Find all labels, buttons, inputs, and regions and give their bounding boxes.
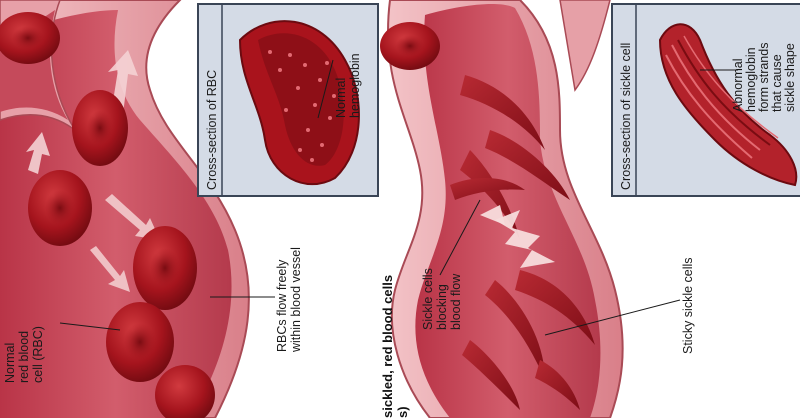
flow-arrow-icon <box>90 246 130 292</box>
rbc-cell <box>72 90 128 166</box>
sickle-cell <box>535 360 580 410</box>
blocked-flow-arrow-icon <box>495 210 555 268</box>
rbc-cross-section-inset <box>197 3 379 197</box>
label-normal-hemoglobin: Normal hemoglobin <box>334 53 362 118</box>
sickle-cell <box>460 150 520 240</box>
label-sticky-sickle: Sticky sickle cells <box>681 257 695 354</box>
leader-line <box>544 299 681 336</box>
rbc-cell <box>0 12 60 64</box>
rbc-cell <box>380 22 440 70</box>
caption-partial: sickled, red blood cells s) <box>380 271 410 418</box>
sickle-cell <box>485 280 545 380</box>
sickle-cell <box>460 75 545 150</box>
leader-line <box>317 59 334 119</box>
left-inset-title: Cross-section of RBC <box>205 70 219 190</box>
sickle-cell <box>462 340 520 410</box>
inset-sickle-cell <box>658 23 798 187</box>
leader-line <box>59 322 121 331</box>
label-normal-rbc: Normal red blood cell (RBC) <box>3 326 45 383</box>
inset-rbc-cross-section <box>238 20 360 186</box>
flow-arrow-icon <box>26 132 50 174</box>
flow-arrow-icon <box>105 194 160 240</box>
leader-line <box>439 199 481 276</box>
label-sickle-blocking: Sickle cells blocking blood flow <box>421 265 463 330</box>
right-panel <box>380 0 800 418</box>
rbc-cell <box>155 365 215 418</box>
sickle-cell <box>515 270 595 345</box>
left-panel <box>0 0 379 418</box>
right-inset-title: Cross-section of sickle cell <box>619 43 633 190</box>
label-rbc-flow: RBCs flow freely within blood vessel <box>275 247 303 353</box>
rbc-cell <box>133 226 197 310</box>
sickle-cell <box>485 130 570 200</box>
sickle-cross-section-inset <box>611 3 800 197</box>
rbc-cell <box>28 170 92 246</box>
label-abnormal-hemoglobin: Abnormal hemoglobin form strands that ca… <box>731 39 797 112</box>
sickle-cell <box>450 178 525 200</box>
rbc-cell <box>106 302 174 382</box>
